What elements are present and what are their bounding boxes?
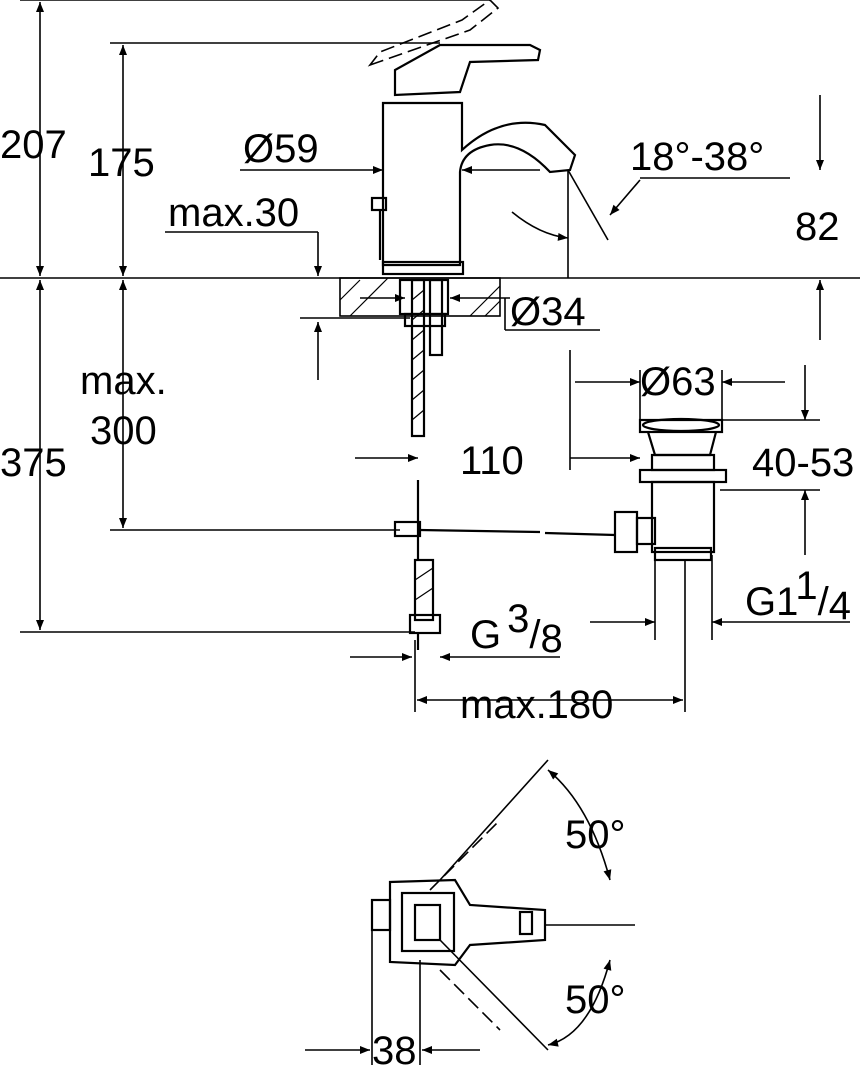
dim-spout-height: 175 xyxy=(88,141,155,185)
dimension-arrows xyxy=(36,2,850,712)
dim-waste-diameter: Ø63 xyxy=(640,360,716,404)
waste-thread-slash: / xyxy=(818,580,830,624)
dim-waste-thread: G11/4 xyxy=(745,564,851,628)
dim-spout-angle: 18°-38° xyxy=(630,135,764,179)
dim-max-deck: max.30 xyxy=(168,191,299,235)
dim-hole-diameter: Ø34 xyxy=(510,290,586,334)
dim-lever-width: 38 xyxy=(372,1029,417,1073)
dim-under-height: 375 xyxy=(0,441,67,485)
waste-thread-den: 4 xyxy=(829,584,851,628)
dim-body-diameter: Ø59 xyxy=(243,127,319,171)
waste-thread-num: 1 xyxy=(795,564,817,608)
waste-thread-main: G1 xyxy=(745,580,797,624)
supply-thread-num: 3 xyxy=(507,597,529,641)
dim-total-height: 207 xyxy=(0,123,67,167)
supply-thread-main: G xyxy=(470,613,501,657)
waste-assembly xyxy=(613,417,728,562)
dim-max-depth-value: 300 xyxy=(90,409,157,453)
supply-thread-slash: / xyxy=(529,613,541,657)
dim-max-depth-label: max. xyxy=(80,359,167,403)
dim-lever-angle-top: 50° xyxy=(565,813,626,857)
faucet-top-view xyxy=(305,759,635,1065)
dim-outlet-height: 82 xyxy=(795,205,840,249)
supply-thread-den: 8 xyxy=(541,617,563,661)
dim-lever-angle-bottom: 50° xyxy=(565,978,626,1022)
dim-max-rod: max.180 xyxy=(460,683,613,727)
dim-waste-range: 40-53 xyxy=(752,441,854,485)
dim-projection: 110 xyxy=(460,439,524,483)
faucet-side-view xyxy=(339,0,616,650)
